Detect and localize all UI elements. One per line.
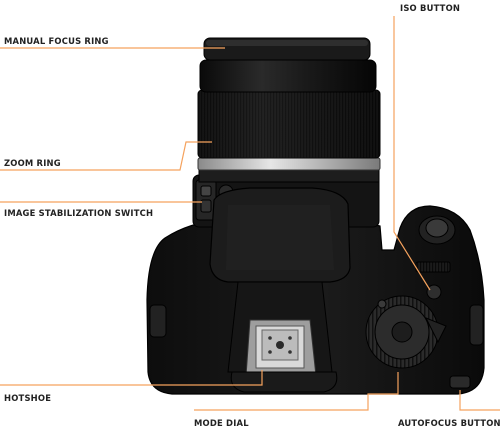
viewfinder-prism — [209, 187, 351, 283]
mode-dial — [365, 295, 447, 369]
label-zoom-ring: ZOOM RING — [4, 158, 61, 168]
leader-lines — [0, 16, 500, 411]
label-mode-dial: MODE DIAL — [194, 418, 249, 428]
leader-line-hotshoe — [0, 370, 263, 386]
label-autofocus-button: AUTOFOCUS BUTTON — [398, 418, 500, 428]
leader-line-autofocus-button — [459, 390, 500, 411]
leader-line-zoom-ring — [0, 141, 212, 171]
hotshoe — [227, 281, 338, 393]
leader-line-iso-button — [393, 16, 431, 291]
label-image-stabilization-switch: IMAGE STABILIZATION SWITCH — [4, 208, 154, 218]
label-hotshoe: HOTSHOE — [4, 393, 52, 403]
label-manual-focus-ring: MANUAL FOCUS RING — [4, 36, 109, 46]
label-iso-button: ISO BUTTON — [400, 3, 461, 13]
leader-line-mode-dial — [194, 372, 399, 411]
